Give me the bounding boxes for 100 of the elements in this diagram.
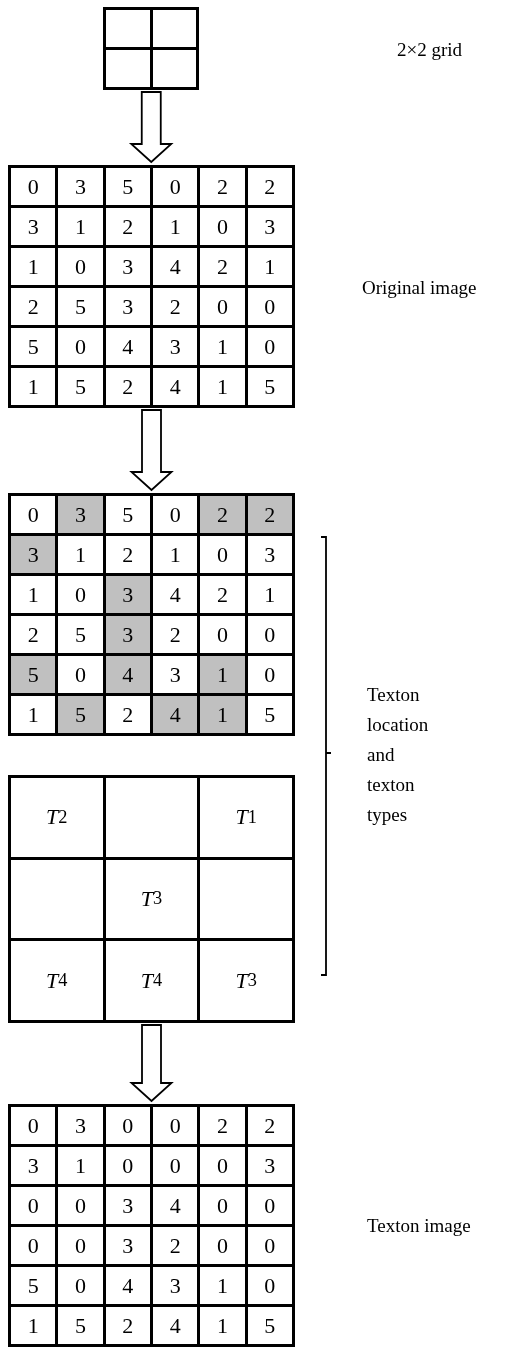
number-grid — [8, 165, 295, 408]
pixel-value: 3 — [58, 168, 103, 205]
pixel-value: 3 — [58, 496, 103, 533]
pixel-value: 3 — [105, 248, 150, 285]
pixel-value: 4 — [105, 1267, 150, 1304]
pixel-value: 0 — [247, 288, 292, 325]
pixel-value: 0 — [247, 328, 292, 365]
pixel-value: 1 — [58, 536, 103, 573]
pixel-value: 0 — [200, 288, 245, 325]
pixel-value: 5 — [247, 368, 292, 405]
pixel-value: 2 — [105, 1307, 150, 1344]
pixel-value: 5 — [11, 656, 56, 693]
caption-text: Original image — [362, 276, 477, 300]
pixel-value: 1 — [200, 368, 245, 405]
pixel-value: 0 — [11, 168, 56, 205]
pixel-value: 2 — [200, 168, 245, 205]
pixel-value: 1 — [153, 536, 198, 573]
pixel-value: 2 — [11, 288, 56, 325]
pixel-value: 5 — [105, 496, 150, 533]
pixel-value: 0 — [105, 1147, 150, 1184]
pixel-value: 2 — [105, 536, 150, 573]
pixel-value: 2 — [153, 288, 198, 325]
pixel-value: 3 — [105, 616, 150, 653]
pixel-value: 0 — [200, 1147, 245, 1184]
pixel-value: 1 — [11, 696, 56, 733]
pixel-value: 0 — [58, 656, 103, 693]
pixel-value: 2 — [153, 616, 198, 653]
pixel-value: 1 — [11, 368, 56, 405]
pixel-value: 0 — [153, 1107, 198, 1144]
pixel-value: 2 — [105, 368, 150, 405]
pixel-value: 1 — [11, 576, 56, 613]
pixel-value: 5 — [11, 1267, 56, 1304]
number-grid — [8, 493, 295, 736]
pixel-value: 4 — [153, 576, 198, 613]
caption-text: Texton image — [367, 1214, 471, 1238]
pixel-value: 0 — [11, 1187, 56, 1224]
pixel-value: 2 — [200, 1107, 245, 1144]
pixel-value: 5 — [58, 696, 103, 733]
pixel-value: 2 — [105, 696, 150, 733]
pixel-value: 3 — [247, 536, 292, 573]
pixel-value: 2 — [11, 616, 56, 653]
caption-text: Texton location and texton types — [367, 683, 430, 827]
pixel-value: 0 — [58, 1187, 103, 1224]
pixel-value: 0 — [247, 656, 292, 693]
pixel-value: 5 — [58, 616, 103, 653]
pixel-value: 1 — [247, 248, 292, 285]
pixel-value: 2 — [200, 248, 245, 285]
pixel-value: 0 — [58, 328, 103, 365]
pixel-value: 5 — [105, 168, 150, 205]
pixel-value: 2 — [200, 496, 245, 533]
pixel-value: 0 — [58, 1267, 103, 1304]
pixel-value: 0 — [247, 616, 292, 653]
pixel-value: 5 — [11, 328, 56, 365]
pixel-value: 3 — [58, 1107, 103, 1144]
pixel-value: 0 — [11, 496, 56, 533]
pixel-value: 3 — [105, 1227, 150, 1264]
pixel-value: 4 — [153, 248, 198, 285]
block-arrow — [128, 91, 174, 164]
pixel-value: 4 — [153, 1307, 198, 1344]
pixel-value: 3 — [11, 536, 56, 573]
pixel-value: 2 — [247, 496, 292, 533]
pixel-value: 2 — [153, 1227, 198, 1264]
pixel-value: 3 — [105, 576, 150, 613]
caption-text: 2×2 grid — [397, 38, 464, 62]
pixel-value: 4 — [153, 368, 198, 405]
block-arrow — [129, 409, 174, 492]
pixel-value: 0 — [200, 1187, 245, 1224]
pixel-value: 4 — [105, 328, 150, 365]
pixel-value: 2 — [200, 576, 245, 613]
pixel-value: 1 — [200, 656, 245, 693]
block-arrow — [129, 1024, 174, 1103]
texton-grid — [8, 775, 295, 1023]
number-grid — [8, 1104, 295, 1347]
pixel-value: 2 — [247, 168, 292, 205]
pixel-value: 3 — [11, 208, 56, 245]
pixel-value: 1 — [11, 1307, 56, 1344]
pixel-value: 3 — [105, 1187, 150, 1224]
pixel-value: 5 — [58, 368, 103, 405]
pixel-value: 0 — [200, 616, 245, 653]
pixel-value: 1 — [153, 208, 198, 245]
pixel-value: 0 — [58, 576, 103, 613]
pixel-value: 5 — [58, 288, 103, 325]
pixel-value: 1 — [247, 576, 292, 613]
pixel-value: 0 — [200, 208, 245, 245]
pixel-value: 0 — [153, 1147, 198, 1184]
pixel-value: 1 — [200, 328, 245, 365]
pixel-value: 4 — [105, 656, 150, 693]
pixel-value: 3 — [153, 1267, 198, 1304]
pixel-value: 0 — [247, 1187, 292, 1224]
pixel-value: 3 — [105, 288, 150, 325]
pixel-value: 0 — [58, 1227, 103, 1264]
pixel-value: 1 — [58, 1147, 103, 1184]
pixel-value: 3 — [247, 1147, 292, 1184]
pixel-value: 2 — [105, 208, 150, 245]
pixel-value: 5 — [247, 1307, 292, 1344]
pixel-value: 1 — [200, 696, 245, 733]
pixel-value: 3 — [153, 328, 198, 365]
pixel-value: 3 — [247, 208, 292, 245]
pixel-value: 0 — [11, 1227, 56, 1264]
pixel-value: 1 — [11, 248, 56, 285]
